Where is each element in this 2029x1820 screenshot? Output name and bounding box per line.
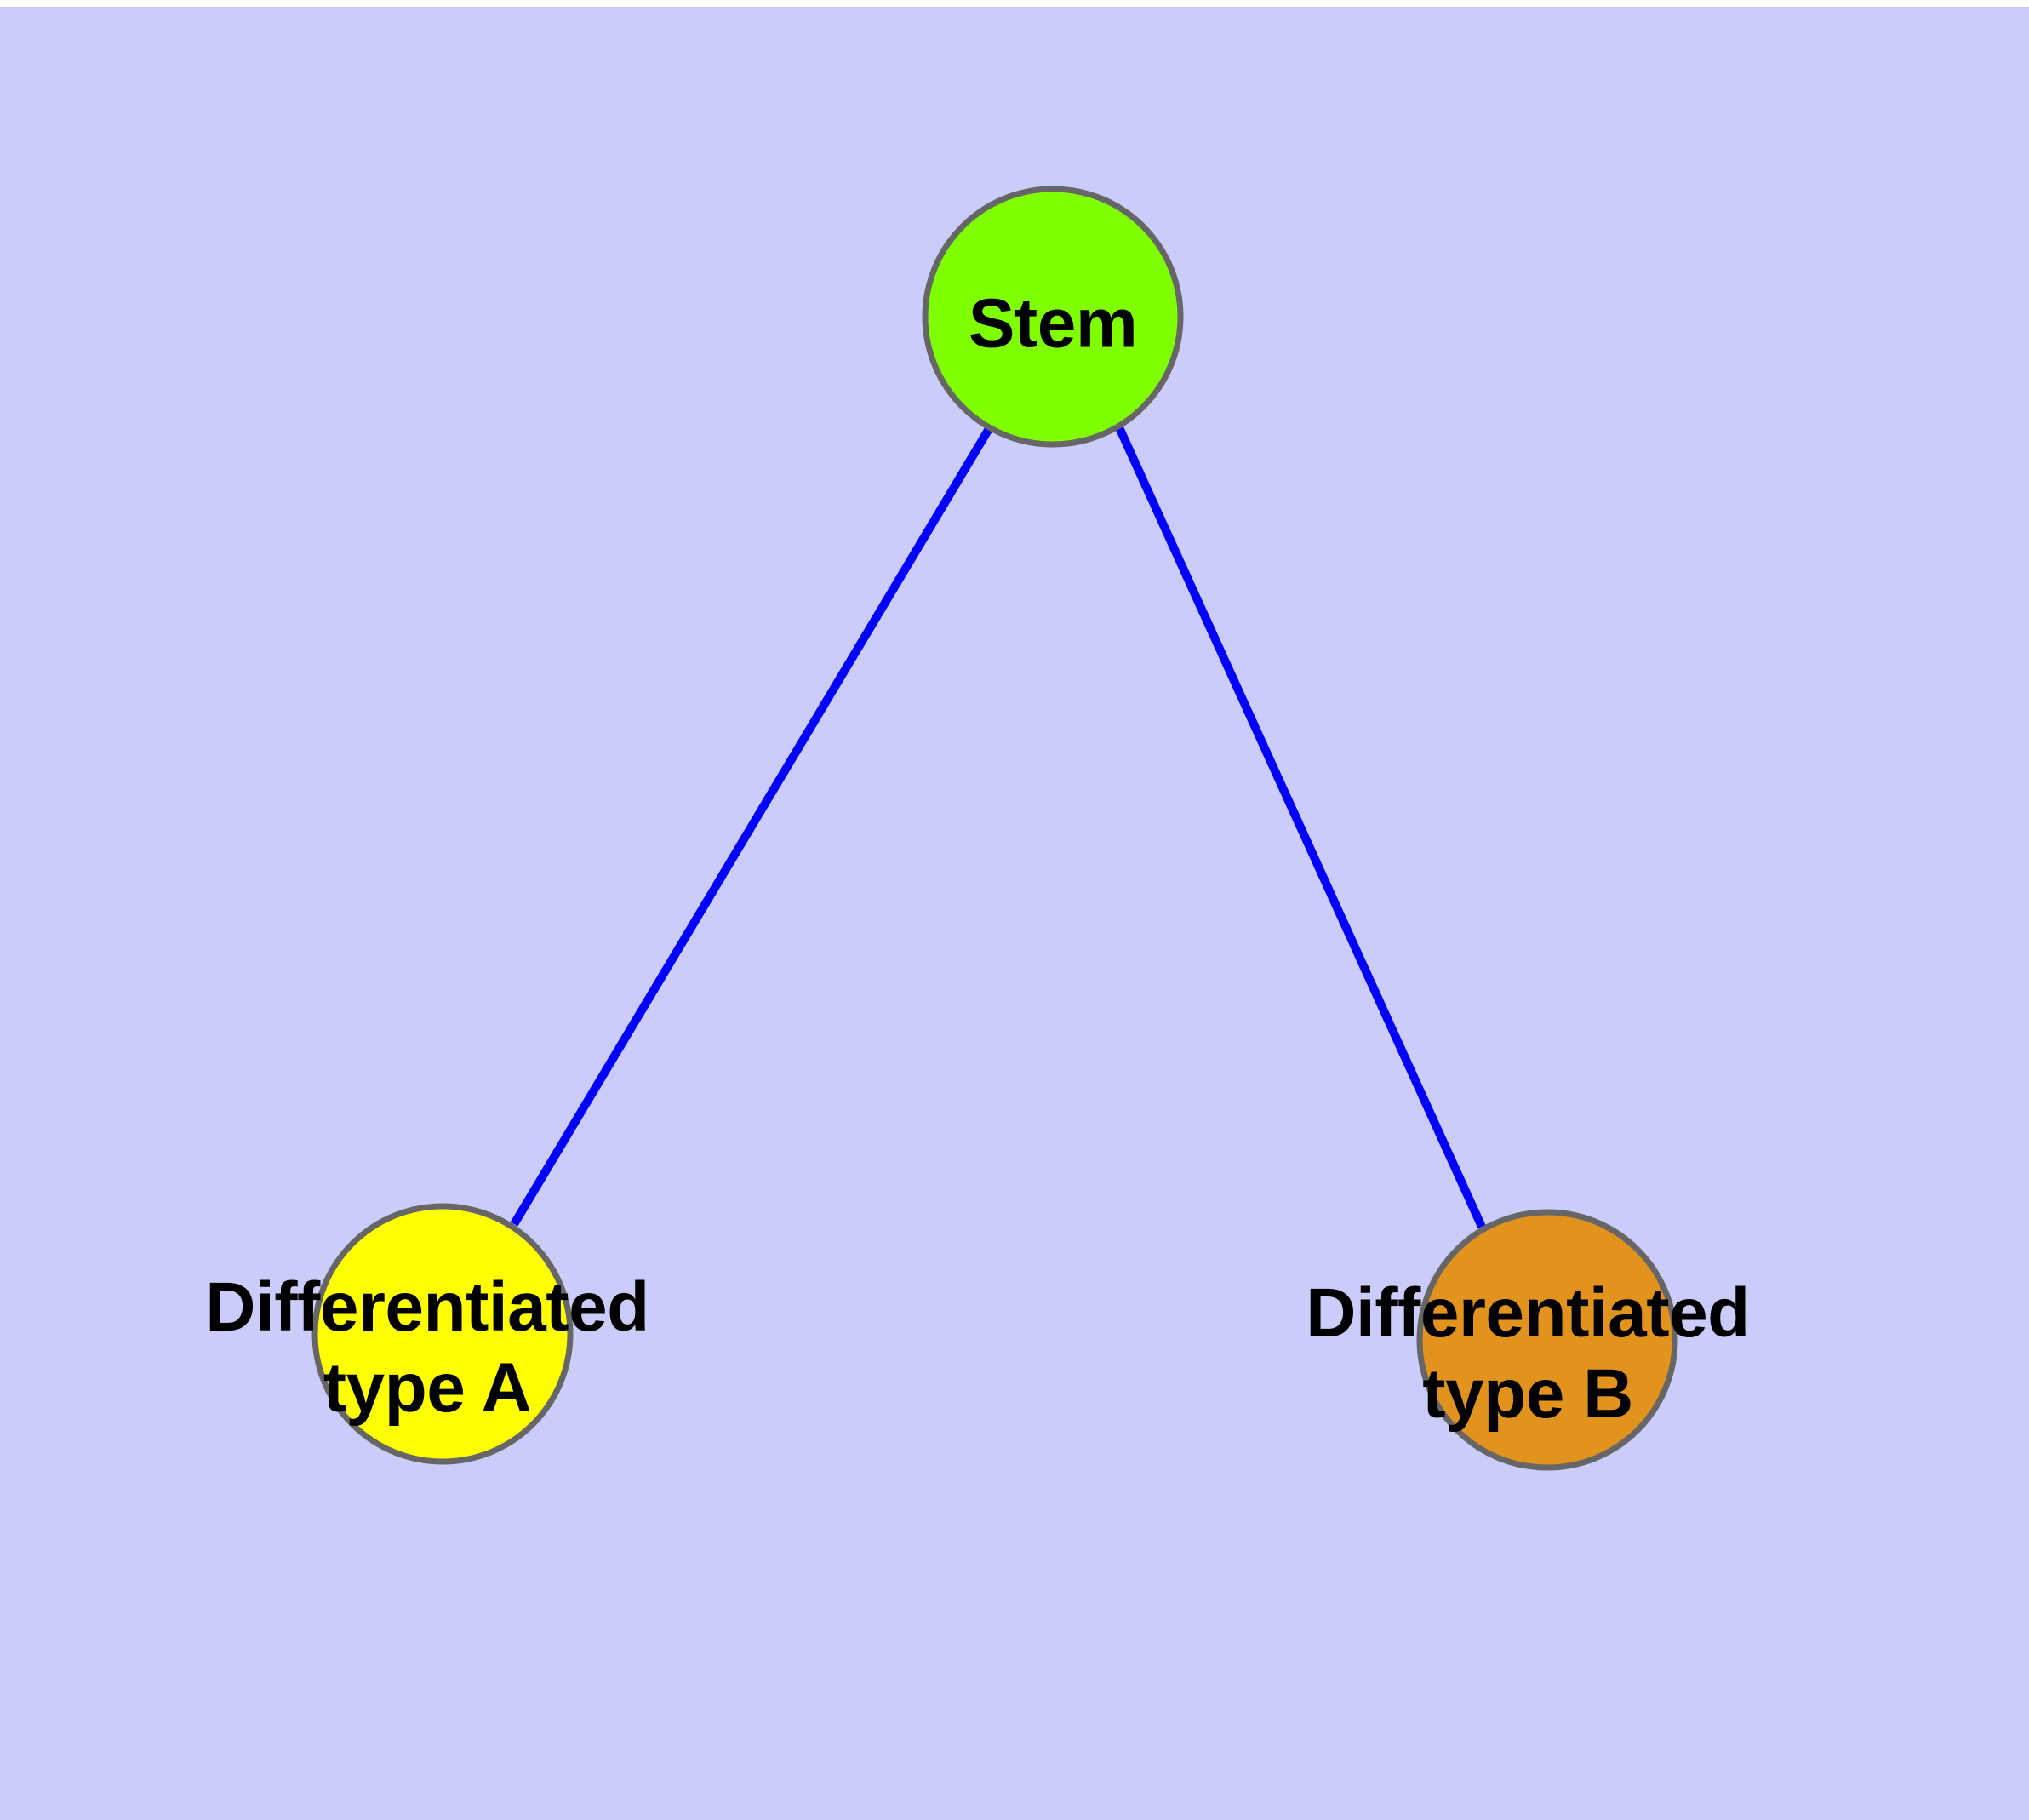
diagram-plot-area: Stem Differentiated type A Differentiate… xyxy=(0,7,2029,1820)
edge-stem-to-differentiated-type-a[interactable] xyxy=(510,425,994,1227)
graph-svg xyxy=(311,186,1678,1471)
nodes-group xyxy=(311,186,1678,1471)
edges-group xyxy=(510,423,1486,1229)
node-circle-differentiated-type-a[interactable] xyxy=(311,1203,574,1465)
edge-stem-to-differentiated-type-b[interactable] xyxy=(1114,423,1486,1229)
node-circle-stem[interactable] xyxy=(922,186,1184,448)
node-circle-differentiated-type-b[interactable] xyxy=(1416,1209,1678,1471)
